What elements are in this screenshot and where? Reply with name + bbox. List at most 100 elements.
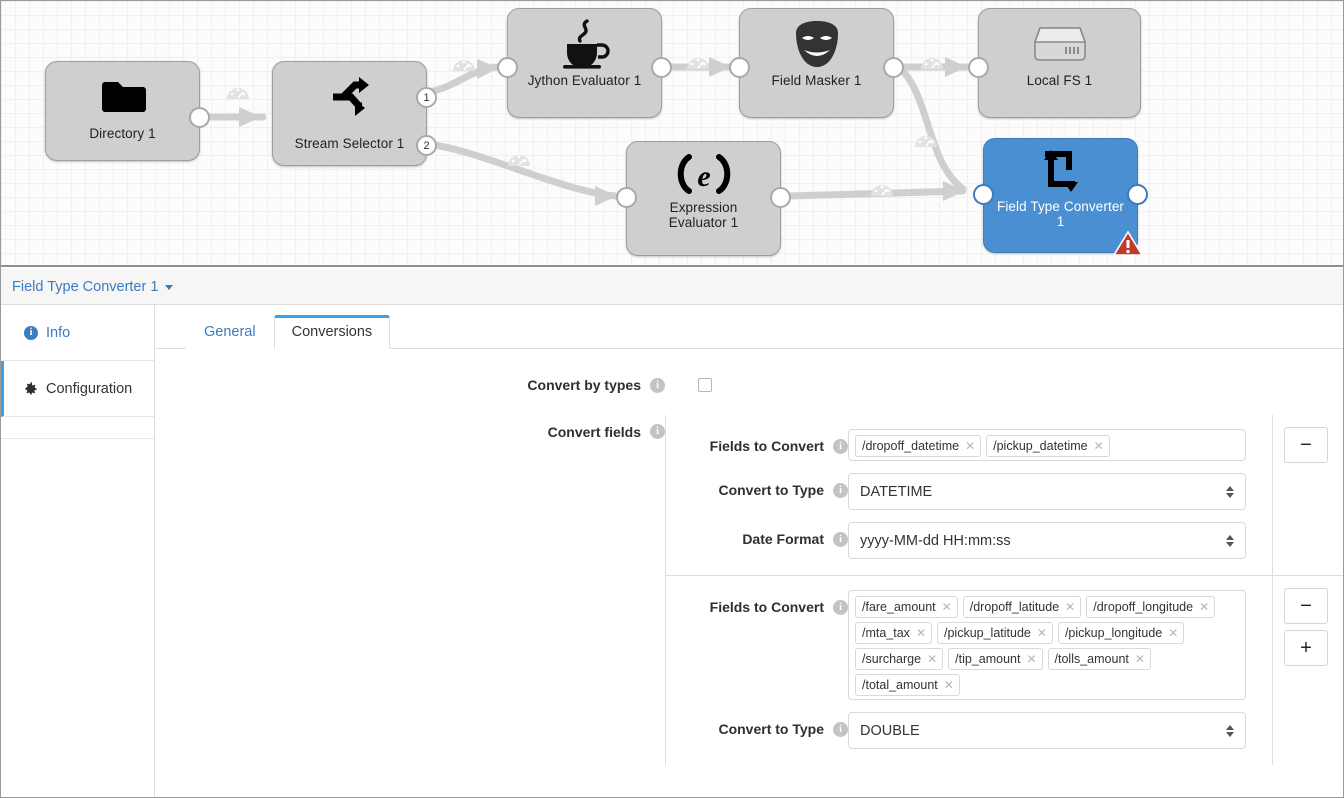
node-label: Local FS 1 <box>1026 73 1093 88</box>
remove-tag-icon[interactable]: ✕ <box>1199 600 1210 614</box>
warning-triangle-icon[interactable] <box>1112 230 1144 262</box>
convert-by-types-checkbox[interactable] <box>698 378 712 392</box>
edge-gauge-icon <box>871 185 893 196</box>
convert-fields-row: Convert fields i Fields to Convert i <box>155 415 1343 765</box>
port-number: 1 <box>423 91 430 104</box>
convert-by-types-row: Convert by types i <box>155 349 1343 393</box>
node-label: Field Masker 1 <box>771 73 862 88</box>
convert-to-type-select[interactable]: DATETIME <box>848 473 1246 510</box>
remove-tag-icon[interactable]: ✕ <box>941 600 952 614</box>
date-format-select[interactable]: yyyy-MM-dd HH:mm:ss <box>848 522 1246 559</box>
node-output-port-2[interactable]: 2 <box>416 135 437 156</box>
remove-tag-icon[interactable]: ✕ <box>1134 652 1145 666</box>
remove-tag-icon[interactable]: ✕ <box>927 652 938 666</box>
conversion-block: Fields to Convert i /fare_amount✕ /dropo… <box>666 575 1343 765</box>
pipeline-node-expression-evaluator[interactable]: e Expression Evaluator 1 <box>616 141 791 256</box>
field-tag[interactable]: /dropoff_latitude✕ <box>962 596 1082 618</box>
node-label: Field Type Converter 1 <box>996 199 1125 229</box>
field-tag[interactable]: /pickup_datetime✕ <box>986 435 1110 457</box>
theater-mask-icon <box>793 17 841 71</box>
page-title: Field Type Converter 1 <box>12 278 159 295</box>
caret-down-icon[interactable] <box>165 285 174 290</box>
fields-to-convert-input[interactable]: /dropoff_datetime✕ /pickup_datetime✕ <box>848 429 1246 461</box>
info-icon[interactable]: i <box>833 438 848 454</box>
remove-tag-icon[interactable]: ✕ <box>915 626 926 640</box>
node-output-port[interactable] <box>770 187 791 208</box>
tab-general[interactable]: General <box>186 315 274 349</box>
panel-title-bar[interactable]: Field Type Converter 1 <box>1 269 1343 305</box>
pipeline-canvas[interactable]: Directory 1 Stream Selector 1 1 2 <box>1 1 1343 267</box>
node-input-port[interactable] <box>616 187 637 208</box>
node-input-port[interactable] <box>497 57 518 78</box>
date-format-label: Date Format i <box>666 522 848 547</box>
remove-tag-icon[interactable]: ✕ <box>1065 600 1076 614</box>
gear-icon <box>24 381 38 396</box>
field-tag[interactable]: /pickup_longitude ✕ <box>1057 622 1185 644</box>
remove-tag-icon[interactable]: ✕ <box>1168 626 1179 640</box>
field-tag-label: /pickup_longitude <box>1064 626 1163 640</box>
field-tag-label: /mta_tax <box>862 626 910 640</box>
node-output-port[interactable] <box>651 57 672 78</box>
field-tag-label: /dropoff_longitude <box>1093 600 1194 614</box>
node-output-port-1[interactable]: 1 <box>416 87 437 108</box>
field-tag[interactable]: /fare_amount✕ <box>855 596 958 618</box>
pipeline-node-stream-selector[interactable]: Stream Selector 1 1 2 <box>272 61 437 166</box>
panel-main: General Conversions Convert by types i C… <box>155 305 1343 797</box>
convert-to-type-value: DATETIME <box>860 483 933 500</box>
convert-to-type-row: Convert to Type i DATETIME <box>666 473 1272 510</box>
field-tag[interactable]: /tip_amount✕ <box>948 648 1043 670</box>
node-output-port[interactable] <box>1127 184 1148 205</box>
convert-to-type-select[interactable]: DOUBLE <box>848 712 1246 749</box>
convert-to-type-row: Convert to Type i DOUBLE <box>666 712 1272 749</box>
hard-drive-icon <box>1033 17 1087 71</box>
remove-tag-icon[interactable]: ✕ <box>1036 626 1047 640</box>
sidebar-item-configuration[interactable]: Configuration <box>1 361 154 417</box>
sidebar-item-info[interactable]: i Info <box>1 305 154 361</box>
date-format-row: Date Format i yyyy-MM-dd HH:mm:ss <box>666 522 1272 559</box>
add-conversion-button[interactable]: + <box>1284 630 1328 666</box>
field-tag[interactable]: /mta_tax ✕ <box>855 622 932 644</box>
pipeline-node-jython-evaluator[interactable]: Jython Evaluator 1 <box>497 8 672 118</box>
convert-by-types-label: Convert by types i <box>155 377 665 393</box>
select-spinner-icon <box>1226 724 1234 737</box>
info-icon[interactable]: i <box>833 599 848 615</box>
pipeline-node-field-masker[interactable]: Field Masker 1 <box>729 8 904 118</box>
date-format-value: yyyy-MM-dd HH:mm:ss <box>860 532 1011 549</box>
info-icon[interactable]: i <box>833 482 848 498</box>
node-label: Stream Selector 1 <box>294 136 405 151</box>
node-output-port[interactable] <box>189 107 210 128</box>
block-buttons: − + <box>1272 576 1343 765</box>
info-icon[interactable]: i <box>833 531 848 547</box>
field-tag[interactable]: /total_amount✕ <box>855 674 960 696</box>
field-tag[interactable]: /dropoff_datetime✕ <box>855 435 982 457</box>
conversion-blocks: Fields to Convert i /dropoff_datetime✕ /… <box>665 415 1343 765</box>
select-spinner-icon <box>1226 534 1234 547</box>
info-icon[interactable]: i <box>650 377 665 393</box>
remove-tag-icon[interactable]: ✕ <box>965 439 976 453</box>
info-icon[interactable]: i <box>833 721 848 737</box>
field-tag[interactable]: /surcharge✕ <box>855 648 944 670</box>
node-output-port[interactable] <box>883 57 904 78</box>
field-tag[interactable]: /pickup_latitude✕ <box>937 622 1053 644</box>
remove-tag-icon[interactable]: ✕ <box>943 678 954 692</box>
field-tag[interactable]: /dropoff_longitude ✕ <box>1086 596 1216 618</box>
node-input-port[interactable] <box>973 184 994 205</box>
remove-conversion-button[interactable]: − <box>1284 588 1328 624</box>
pipeline-node-field-type-converter[interactable]: Field Type Converter 1 <box>973 138 1148 256</box>
pipeline-node-directory[interactable]: Directory 1 <box>45 61 210 161</box>
node-input-port[interactable] <box>968 57 989 78</box>
stream-selector-icon <box>327 70 373 124</box>
remove-tag-icon[interactable]: ✕ <box>1093 439 1104 453</box>
pipeline-node-local-fs[interactable]: Local FS 1 <box>968 8 1141 118</box>
field-tag[interactable]: /tolls_amount✕ <box>1047 648 1151 670</box>
fields-to-convert-input[interactable]: /fare_amount✕ /dropoff_latitude✕ /dropof… <box>848 590 1246 700</box>
remove-tag-icon[interactable]: ✕ <box>1026 652 1037 666</box>
tab-conversions[interactable]: Conversions <box>273 315 391 349</box>
port-number: 2 <box>423 139 430 152</box>
expression-e-icon: e <box>673 150 735 198</box>
node-input-port[interactable] <box>729 57 750 78</box>
info-icon[interactable]: i <box>650 424 665 439</box>
remove-conversion-button[interactable]: − <box>1284 427 1328 463</box>
convert-to-type-label: Convert to Type i <box>666 712 848 737</box>
